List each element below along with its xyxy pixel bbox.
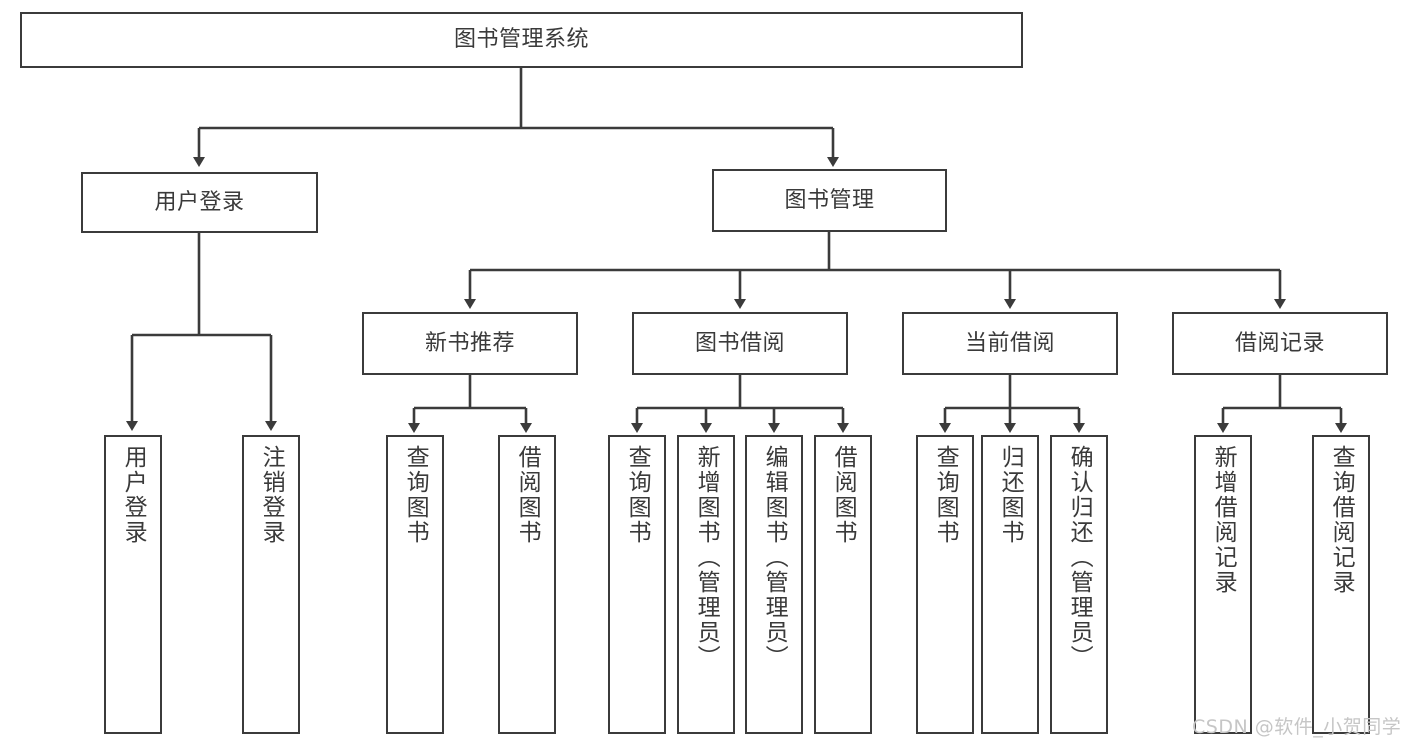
node-label: 编辑图书（管理员） — [761, 445, 788, 670]
node-label: 确认归还（管理员） — [1066, 445, 1093, 670]
node-label: 借阅图书 — [514, 445, 541, 545]
node-label: 用户登录 — [120, 445, 147, 545]
node-label: 图书借阅 — [694, 330, 785, 356]
leaf-record-add-record[interactable]: 新增借阅记录 — [1194, 435, 1252, 734]
leaf-borrow-borrow-book[interactable]: 借阅图书 — [814, 435, 872, 734]
node-label: 查询图书 — [624, 445, 651, 545]
leaf-borrow-query-book[interactable]: 查询图书 — [608, 435, 666, 734]
node-label: 新增图书（管理员） — [693, 445, 720, 670]
node-book-management[interactable]: 图书管理 — [712, 169, 947, 232]
leaf-user-login-login[interactable]: 用户登录 — [104, 435, 162, 734]
node-label: 新增借阅记录 — [1210, 445, 1237, 595]
leaf-current-confirm-return[interactable]: 确认归还（管理员） — [1050, 435, 1108, 734]
node-label: 新书推荐 — [424, 330, 515, 356]
node-borrow-record[interactable]: 借阅记录 — [1172, 312, 1388, 375]
node-user-login[interactable]: 用户登录 — [81, 172, 318, 233]
leaf-current-return-book[interactable]: 归还图书 — [981, 435, 1039, 734]
leaf-borrow-edit-book[interactable]: 编辑图书（管理员） — [745, 435, 803, 734]
node-label: 当前借阅 — [964, 330, 1055, 356]
leaf-current-query-book[interactable]: 查询图书 — [916, 435, 974, 734]
node-label: 查询图书 — [932, 445, 959, 545]
node-label: 借阅记录 — [1234, 330, 1325, 356]
leaf-record-query-record[interactable]: 查询借阅记录 — [1312, 435, 1370, 734]
leaf-user-login-logout[interactable]: 注销登录 — [242, 435, 300, 734]
node-label: 查询图书 — [402, 445, 429, 545]
leaf-borrow-add-book[interactable]: 新增图书（管理员） — [677, 435, 735, 734]
node-current-borrow[interactable]: 当前借阅 — [902, 312, 1118, 375]
node-label: 注销登录 — [258, 445, 285, 545]
leaf-recommend-query-book[interactable]: 查询图书 — [386, 435, 444, 734]
node-label: 用户登录 — [154, 189, 245, 215]
csdn-watermark: CSDN @软件_小贺同学 — [1192, 716, 1402, 738]
node-label: 图书管理系统 — [453, 27, 589, 53]
node-book-borrow[interactable]: 图书借阅 — [632, 312, 848, 375]
node-root-system[interactable]: 图书管理系统 — [20, 12, 1023, 68]
node-label: 查询借阅记录 — [1328, 445, 1355, 595]
node-new-book-recommend[interactable]: 新书推荐 — [362, 312, 578, 375]
leaf-recommend-borrow-book[interactable]: 借阅图书 — [498, 435, 556, 734]
node-label: 借阅图书 — [830, 445, 857, 545]
node-label: 归还图书 — [997, 445, 1024, 545]
node-label: 图书管理 — [784, 187, 875, 213]
